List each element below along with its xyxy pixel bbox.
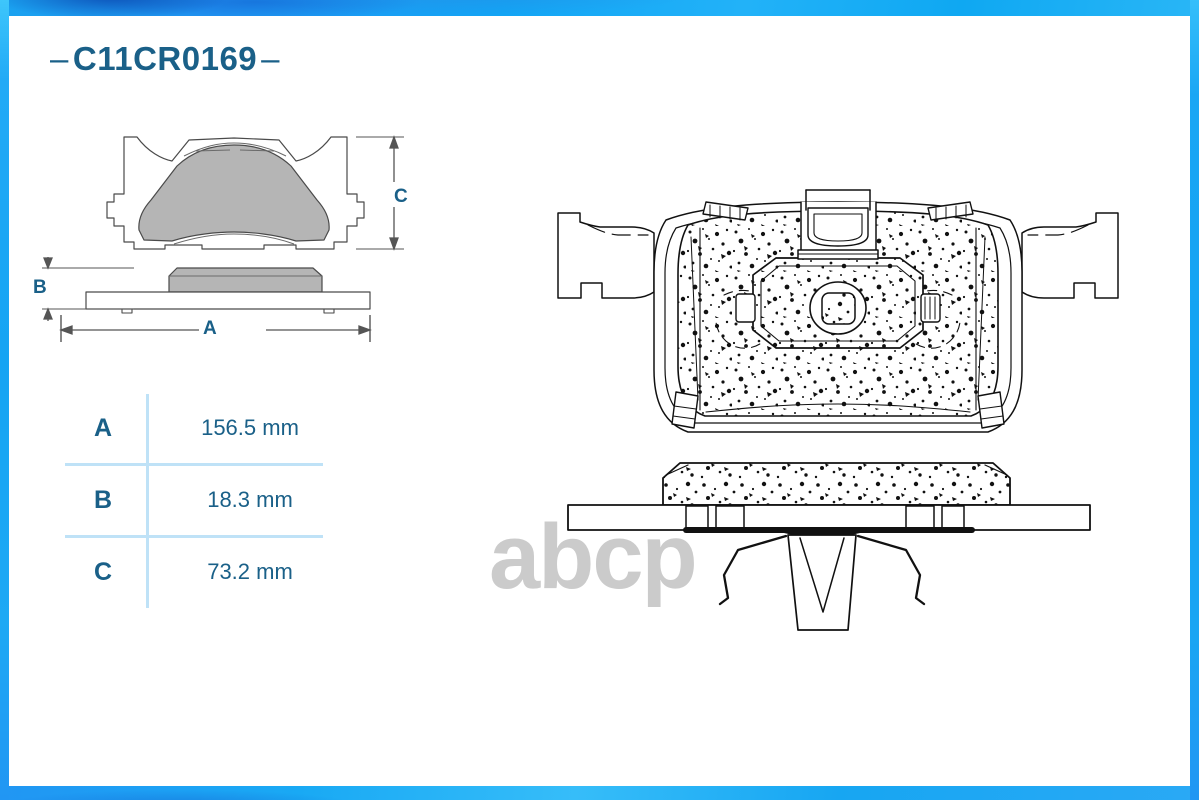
table-cell-value: 156.5 mm	[201, 415, 299, 440]
decorative-left-border	[0, 0, 9, 800]
clip-bottom-left	[671, 391, 699, 429]
table-cell-value: 18.3 mm	[207, 487, 293, 512]
dimension-table: A 156.5 mm B 18.3 mm C 73.2 mm	[60, 392, 380, 610]
page-title: –C11CR0169–	[46, 40, 284, 78]
left-mounting-ear	[557, 212, 655, 299]
spring-leg-left	[718, 534, 788, 606]
title-dash-right: –	[261, 40, 281, 77]
schematic-drawing	[34, 112, 434, 362]
table-divider-2	[65, 535, 323, 538]
dimension-label-c: C	[394, 186, 408, 207]
spring-leg-right	[856, 534, 926, 606]
watermark: abcp	[489, 506, 698, 608]
table-divider-vertical	[146, 394, 149, 608]
right-mounting-ear	[1021, 212, 1119, 299]
dimension-lines	[42, 135, 404, 342]
decorative-right-border	[1190, 0, 1199, 800]
table-row: B 18.3 mm	[60, 464, 380, 536]
bracket-left-lug	[735, 293, 756, 323]
table-row: C 73.2 mm	[60, 536, 380, 608]
side-backing-plate	[567, 504, 1091, 531]
table-cell-key: C	[93, 557, 113, 586]
dimension-label-b: B	[33, 277, 47, 298]
center-hole-inner	[821, 292, 856, 325]
table-divider-1	[65, 463, 323, 466]
part-number: C11CR0169	[72, 40, 258, 77]
table-row: A 156.5 mm	[60, 392, 380, 464]
decorative-bottom-banner	[0, 784, 1199, 800]
detailed-line-art	[548, 180, 1128, 650]
line-art-svg	[557, 189, 1119, 631]
sensor-shaft	[787, 534, 857, 631]
schematic-front-friction-material	[138, 144, 330, 242]
side-friction-block	[662, 462, 1011, 506]
schematic-side-backing-plate	[85, 291, 371, 310]
table-cell-value: 73.2 mm	[207, 559, 293, 584]
schematic-side-friction-block	[168, 267, 323, 293]
table-cell-key: A	[93, 413, 113, 442]
dimension-label-a: A	[203, 318, 217, 339]
clip-top-left	[702, 201, 749, 221]
schematic-svg	[42, 135, 404, 342]
table-cell-key: B	[93, 485, 113, 514]
title-dash-left: –	[50, 40, 69, 77]
clip-top-right	[927, 201, 974, 221]
clip-bottom-right	[977, 391, 1005, 429]
